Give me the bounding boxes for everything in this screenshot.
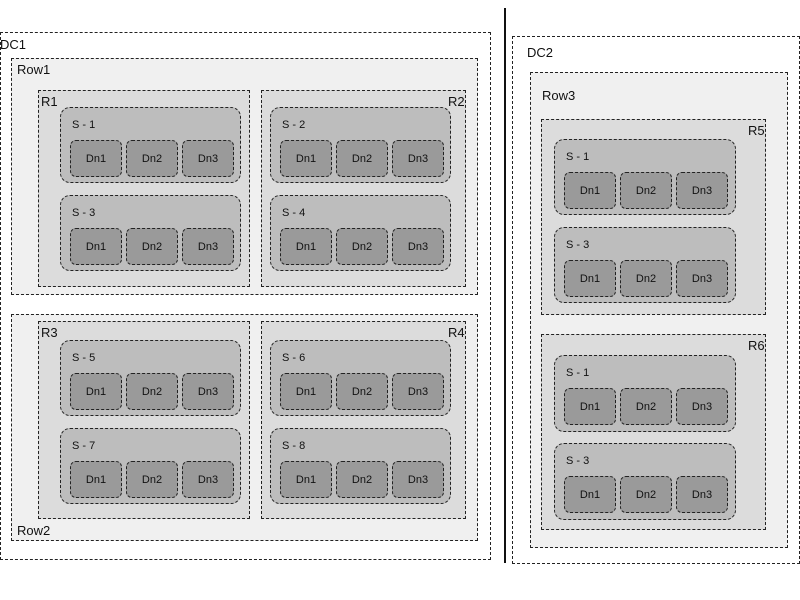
- data-node: Dn3: [182, 373, 234, 410]
- data-node: Dn1: [280, 461, 332, 498]
- data-node: Dn2: [620, 172, 672, 209]
- row-label: Row1: [17, 62, 51, 77]
- data-node: Dn2: [620, 476, 672, 513]
- data-node: Dn1: [280, 140, 332, 177]
- server-label: S - 6: [282, 352, 306, 364]
- data-node: Dn1: [70, 228, 122, 265]
- data-node: Dn3: [676, 172, 728, 209]
- server-label: S - 7: [72, 440, 96, 452]
- rack-label: R3: [41, 325, 58, 340]
- data-node: Dn1: [564, 388, 616, 425]
- data-node: Dn1: [70, 140, 122, 177]
- rack-label: R5: [748, 123, 765, 138]
- data-node: Dn1: [70, 461, 122, 498]
- data-node: Dn2: [620, 260, 672, 297]
- server-label: S - 1: [566, 367, 590, 379]
- data-node: Dn2: [336, 228, 388, 265]
- rack-label: R1: [41, 94, 58, 109]
- server-label: S - 3: [72, 207, 96, 219]
- rack-label: R6: [748, 338, 765, 353]
- data-node: Dn3: [676, 476, 728, 513]
- datacenter-label: DC2: [527, 45, 554, 60]
- server-label: S - 3: [566, 455, 590, 467]
- rack-label: R2: [448, 94, 465, 109]
- data-node: Dn1: [280, 373, 332, 410]
- data-node: Dn1: [564, 476, 616, 513]
- server-label: S - 5: [72, 352, 96, 364]
- datacenter-label: DC1: [0, 37, 27, 52]
- data-node: Dn3: [182, 461, 234, 498]
- data-node: Dn3: [676, 388, 728, 425]
- data-node: Dn2: [126, 373, 178, 410]
- data-node: Dn1: [70, 373, 122, 410]
- server-label: S - 3: [566, 239, 590, 251]
- data-node: Dn3: [392, 228, 444, 265]
- data-node: Dn3: [392, 461, 444, 498]
- row-label: Row2: [17, 523, 51, 538]
- rack-label: R4: [448, 325, 465, 340]
- server-label: S - 1: [72, 119, 96, 131]
- data-node: Dn2: [336, 140, 388, 177]
- data-node: Dn2: [126, 461, 178, 498]
- data-node: Dn2: [126, 228, 178, 265]
- data-node: Dn2: [126, 140, 178, 177]
- data-node: Dn2: [336, 373, 388, 410]
- data-node: Dn1: [564, 260, 616, 297]
- data-node: Dn1: [564, 172, 616, 209]
- data-node: Dn3: [676, 260, 728, 297]
- data-node: Dn2: [336, 461, 388, 498]
- data-node: Dn2: [620, 388, 672, 425]
- server-label: S - 2: [282, 119, 306, 131]
- data-node: Dn3: [182, 228, 234, 265]
- server-label: S - 8: [282, 440, 306, 452]
- datacenter-divider: [504, 8, 506, 563]
- data-node: Dn1: [280, 228, 332, 265]
- data-node: Dn3: [392, 373, 444, 410]
- server-label: S - 1: [566, 151, 590, 163]
- data-node: Dn3: [392, 140, 444, 177]
- row-label: Row3: [542, 88, 576, 103]
- data-node: Dn3: [182, 140, 234, 177]
- server-label: S - 4: [282, 207, 306, 219]
